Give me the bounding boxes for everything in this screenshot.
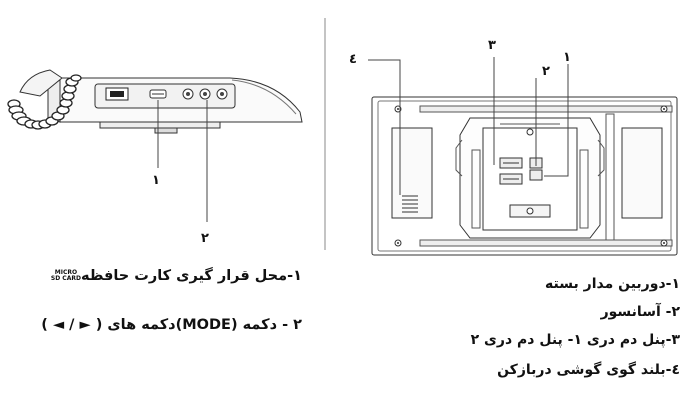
sd-card-slot (149, 89, 167, 99)
right-callout-3: ۳ (488, 38, 496, 53)
handset-side-view (7, 69, 303, 222)
right-caption-1: ۱-دوربین مدار بسته (545, 276, 680, 292)
left-leader-lines (157, 100, 208, 222)
coiled-cord (7, 74, 82, 130)
left-callout-1: ۱ (152, 173, 160, 188)
caption-mode-buttons: ۲ - دکمه (MODE)دکمه های (107, 317, 302, 333)
right-callout-2: ۲ (542, 64, 550, 79)
caption-memory-card: ۱-محل قرار گیری کارت حافظه (80, 268, 302, 284)
right-callout-1: ۱ (563, 50, 571, 65)
left-callout-2: ۲ (201, 231, 209, 246)
speaker-grille (391, 127, 433, 219)
right-callout-4: ٤ (349, 52, 357, 67)
monitor-back-view (368, 57, 678, 256)
left-caption-2: ۲ - دکمه (MODE)دکمه های ( ◄ / ► ) (41, 317, 302, 333)
right-caption-4: ٤-بلند گوی گوشی دربازکن (497, 362, 680, 378)
right-leader-lines (368, 57, 569, 195)
right-caption-2: ۲- آسانسور (600, 304, 680, 320)
right-caption-3: ۳-پنل دم دری ۱- پنل دم دری ۲ (470, 332, 680, 348)
mode-buttons (182, 88, 228, 100)
arrow-glyphs: ( ◄ / ► ) (41, 317, 103, 333)
